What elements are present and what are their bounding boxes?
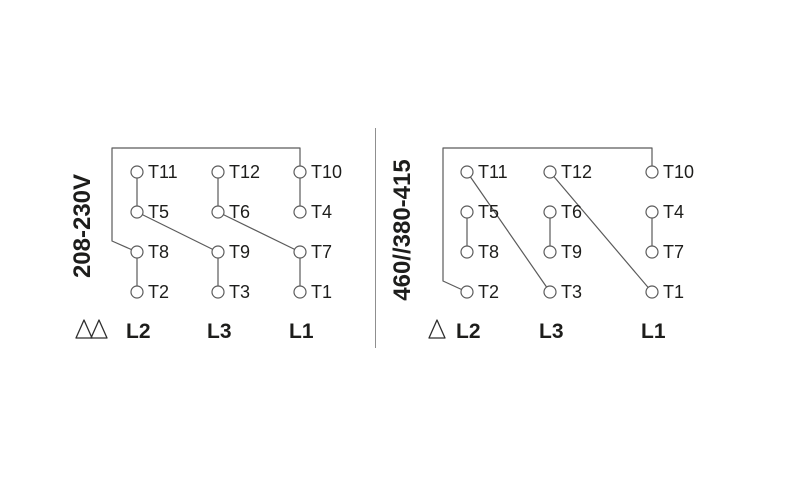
terminal-label: T1 <box>663 282 684 302</box>
terminal-label: T2 <box>478 282 499 302</box>
phase-label: L1 <box>641 320 666 343</box>
terminal-label: T7 <box>311 242 332 262</box>
terminal-label: T11 <box>478 162 508 182</box>
terminal-label: T2 <box>148 282 169 302</box>
phase-label: L2 <box>456 320 481 343</box>
terminal-label: T5 <box>478 202 499 222</box>
delta-icon <box>428 319 446 339</box>
terminal-circle <box>211 205 225 219</box>
high-voltage-diagram: T11 T12 T10 T5 T6 T4 T8 T9 T7 T2 T3 T1 L… <box>389 147 694 343</box>
wire-t10-to-t8-bus <box>111 147 301 253</box>
terminal-circle <box>211 285 225 299</box>
terminal-label: T10 <box>311 162 342 182</box>
terminal-circle <box>293 165 307 179</box>
wire-t10-to-t2-bus <box>442 147 653 293</box>
terminal-label: T10 <box>663 162 694 182</box>
terminal-circle <box>460 205 474 219</box>
terminal-circle <box>543 205 557 219</box>
terminal-circle <box>460 165 474 179</box>
wire-t12-t1 <box>549 171 653 293</box>
terminal-label: T6 <box>229 202 250 222</box>
low-voltage-diagram: T11 T12 T10 T5 T6 T4 T8 T9 T7 T2 T3 T1 L… <box>69 147 342 343</box>
terminal-circle <box>293 205 307 219</box>
terminal-circle <box>130 285 144 299</box>
delta-triangle <box>428 319 446 339</box>
delta-triangle <box>90 319 108 339</box>
double-delta-icon <box>75 319 108 339</box>
terminal-label: T3 <box>561 282 582 302</box>
phase-label: L1 <box>289 320 314 343</box>
phase-label: L2 <box>126 320 151 343</box>
terminal-circle <box>543 285 557 299</box>
terminal-label: T4 <box>311 202 332 222</box>
terminal-circle <box>130 205 144 219</box>
terminal-label: T5 <box>148 202 169 222</box>
wire-t11-t3 <box>466 171 551 293</box>
terminal-label: T11 <box>148 162 178 182</box>
terminal-circle <box>130 245 144 259</box>
terminal-label: T7 <box>663 242 684 262</box>
voltage-label: 208-230V <box>69 174 96 278</box>
terminal-label: T8 <box>148 242 169 262</box>
terminal-circle <box>130 165 144 179</box>
terminal-circle <box>211 165 225 179</box>
terminal-circle <box>543 245 557 259</box>
terminal-circle <box>645 205 659 219</box>
terminal-circle <box>211 245 225 259</box>
wire-t6-t7 <box>217 211 301 253</box>
terminal-circle <box>645 245 659 259</box>
terminal-circle <box>293 245 307 259</box>
terminal-circle <box>645 165 659 179</box>
terminal-circle <box>460 285 474 299</box>
terminal-label: T12 <box>229 162 260 182</box>
phase-label: L3 <box>539 320 564 343</box>
terminal-label: T4 <box>663 202 684 222</box>
voltage-label: 460//380-415 <box>389 159 416 300</box>
terminal-label: T1 <box>311 282 332 302</box>
terminal-label: T12 <box>561 162 592 182</box>
terminal-circle <box>293 285 307 299</box>
terminal-circle <box>645 285 659 299</box>
terminal-label: T8 <box>478 242 499 262</box>
terminal-label: T3 <box>229 282 250 302</box>
terminal-circle <box>460 245 474 259</box>
terminal-label: T9 <box>229 242 250 262</box>
terminal-label: T9 <box>561 242 582 262</box>
phase-label: L3 <box>207 320 232 343</box>
terminal-label: T6 <box>561 202 582 222</box>
delta-triangle <box>75 319 93 339</box>
wire-t5-t9 <box>136 211 219 253</box>
terminal-circle <box>543 165 557 179</box>
